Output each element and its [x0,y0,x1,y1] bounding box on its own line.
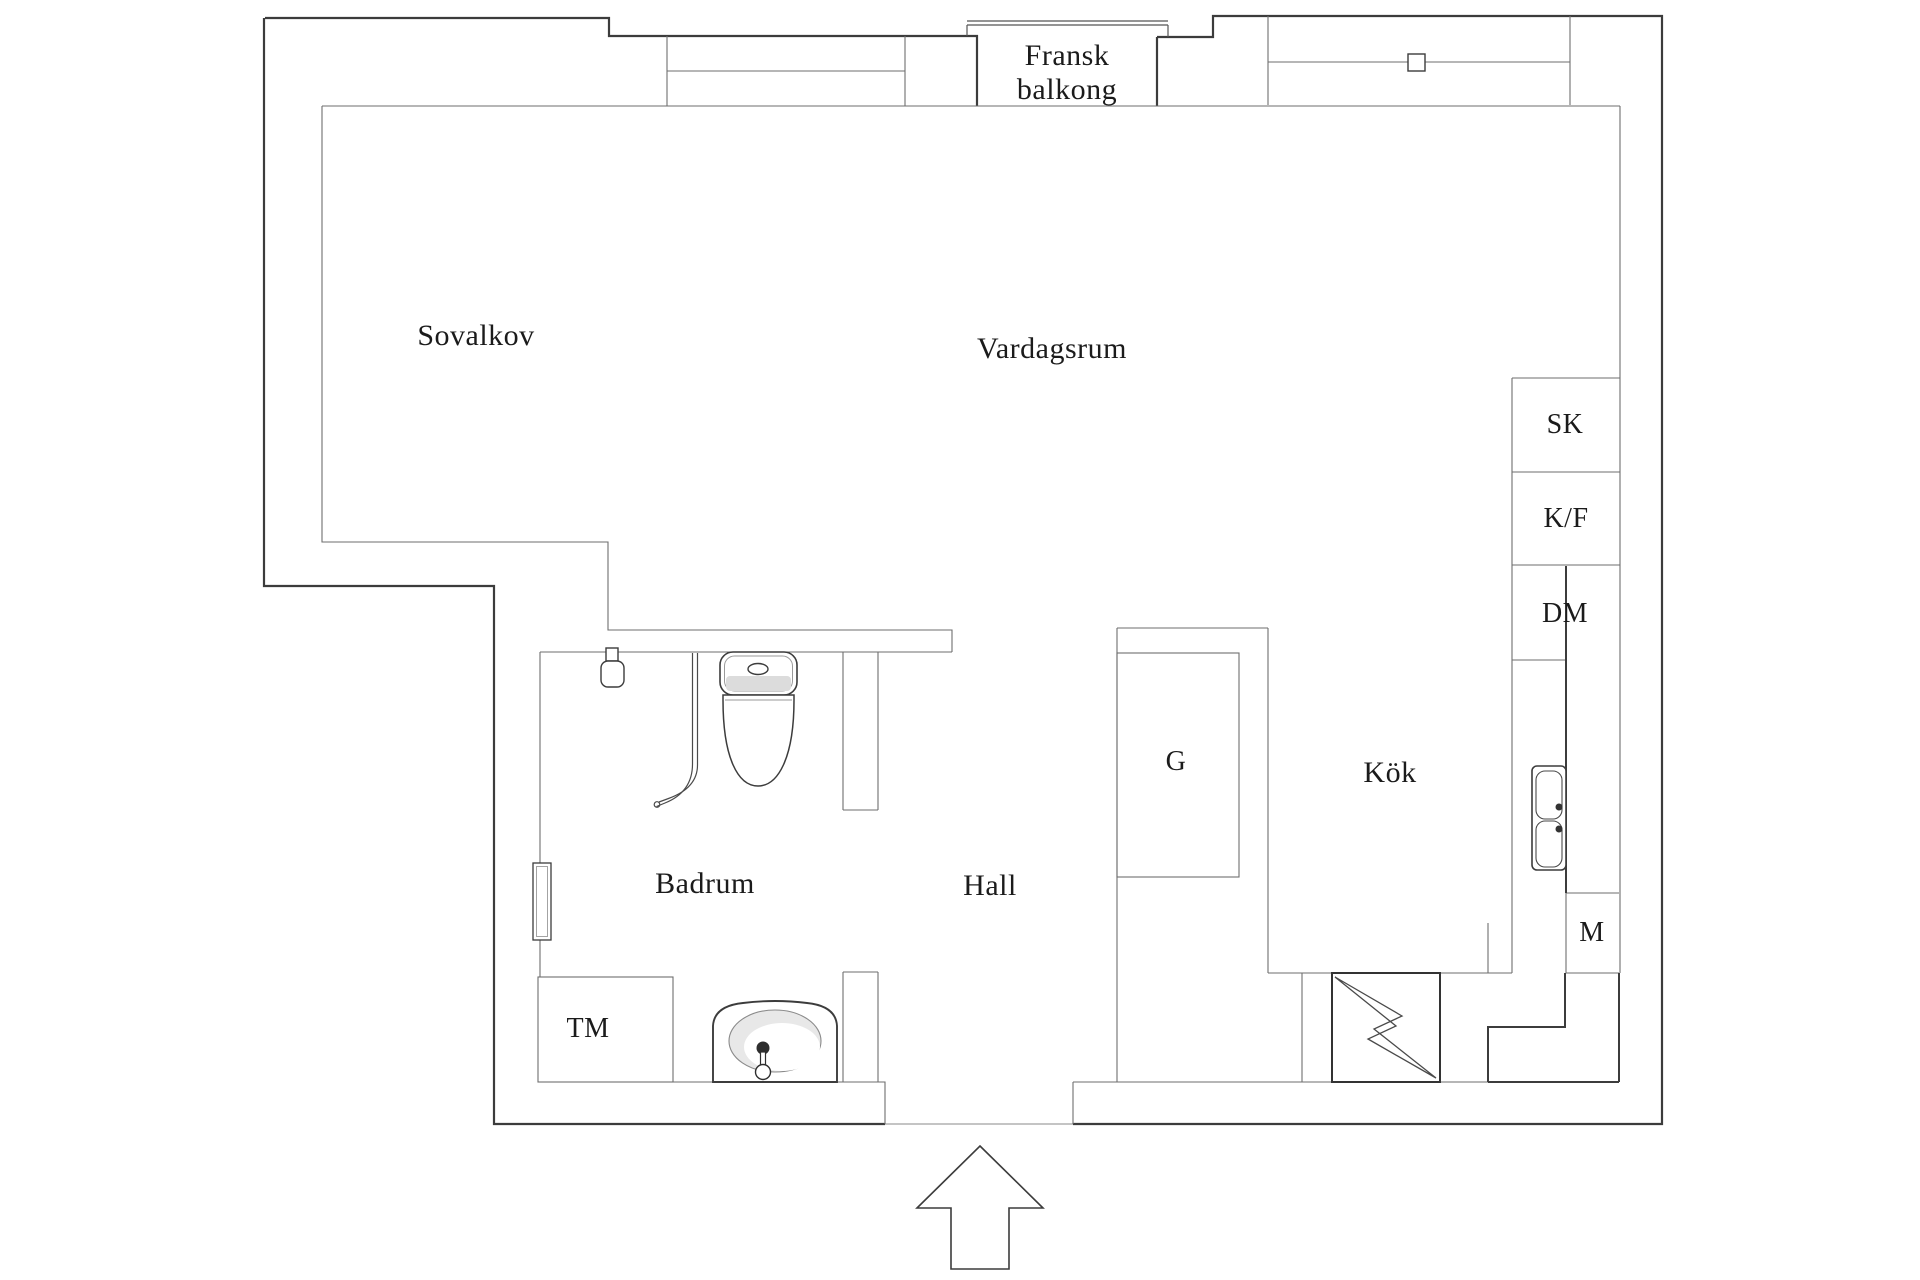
label-m: M [1579,917,1605,948]
label-vardagsrum: Vardagsrum [977,332,1127,365]
label-kf: K/F [1543,503,1589,534]
kitchen-sink-icon [1531,765,1567,871]
balcony-railing [966,20,1169,37]
entrance-arrow-icon [915,1144,1045,1270]
label-hall: Hall [963,869,1017,902]
toilet-icon [719,651,798,787]
outer-walls [262,14,1664,1126]
window-handle-icon [1407,53,1426,72]
shower-screen [653,653,699,808]
windows [666,16,1571,106]
interior-walls [321,105,1621,1124]
door-leaf-icon [532,862,552,941]
label-g: G [1165,746,1187,777]
label-sk: SK [1546,409,1584,440]
label-dm: DM [1541,598,1589,629]
closet-g-box [1116,652,1240,878]
label-tm: TM [566,1013,610,1044]
label-badrum: Badrum [655,867,755,900]
label-fransk-balkong-line1: Fransk [1024,39,1110,72]
label-fransk-balkong-line2: balkong [1016,73,1118,106]
shower-mixer-icon [600,647,625,688]
label-kok: Kök [1363,756,1417,789]
label-sovalkov: Sovalkov [417,319,535,352]
bathroom-sink-icon [712,1000,838,1083]
lightning-bolt-icon [1331,972,1441,1083]
washer-tm-box [537,976,674,1083]
label-fransk-balkong: Fransk balkong [1017,39,1117,107]
